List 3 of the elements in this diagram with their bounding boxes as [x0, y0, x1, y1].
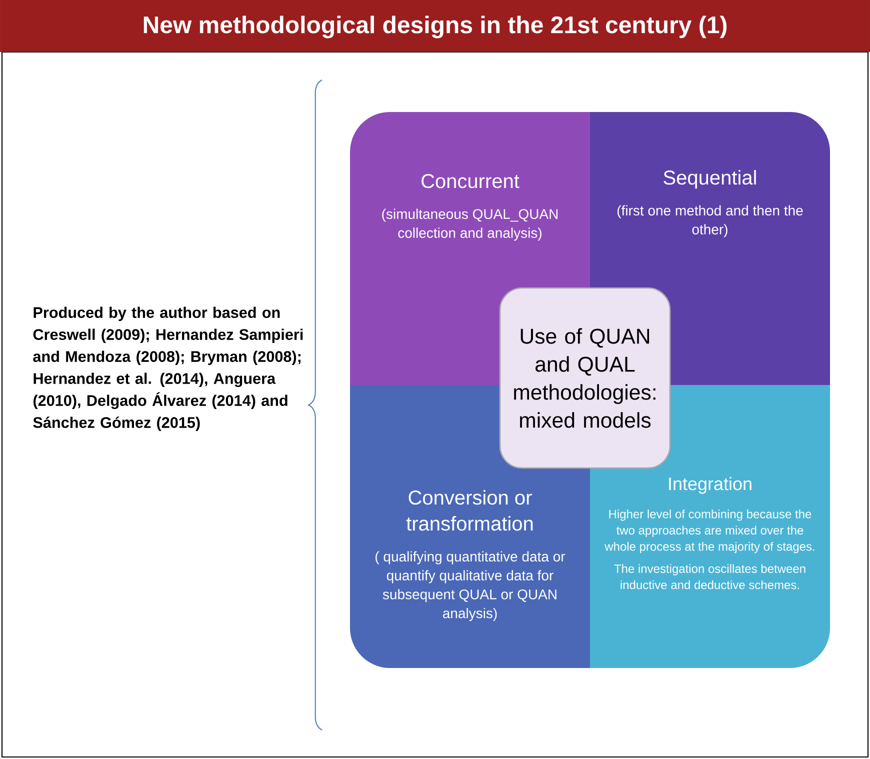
center-box: Use of QUAN and QUAL methodologies: mixed models [499, 287, 671, 469]
source-note: Produced by the author based on Creswell (2009); Hernandez Sampieri and Mendoza (2008); Bryman (2008); Hernandez et al. (2014), Anguera (2010), Delgado Álvarez (2014) and Sánchez Gómez (2015) [33, 306, 303, 431]
title-bar: New methodological designs in the 21st century (1) [0, 0, 870, 52]
